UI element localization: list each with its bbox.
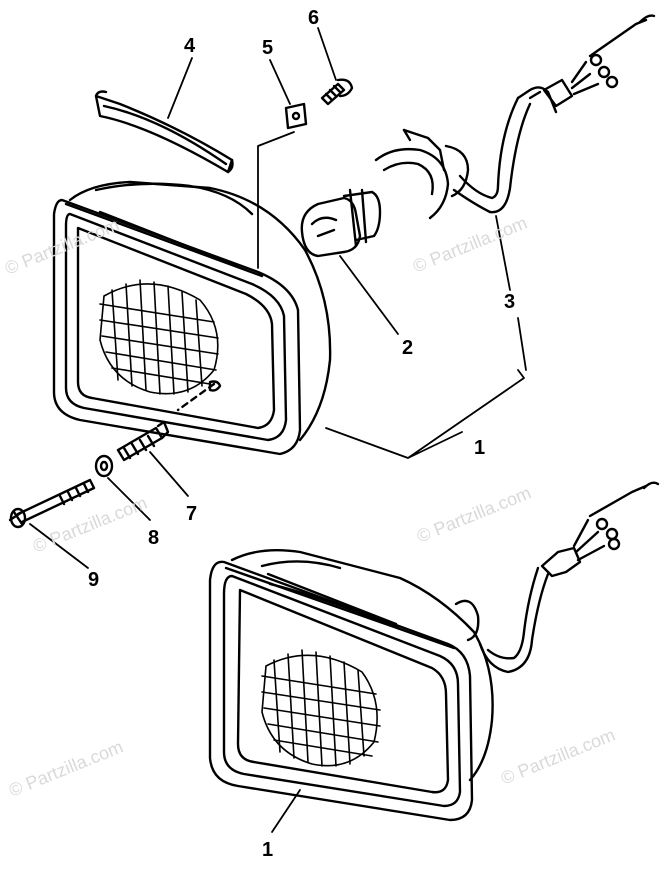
callout-6: 6 [308, 7, 320, 29]
bulb [300, 188, 382, 258]
leader-1-upper [325, 369, 525, 459]
callout-2: 2 [402, 337, 414, 359]
leader-8 [107, 477, 151, 521]
leader-3 [495, 215, 527, 371]
socket-harness [374, 14, 656, 220]
leader-5 [257, 59, 295, 269]
callout-1-lower: 1 [262, 839, 274, 861]
callout-3: 3 [504, 291, 516, 313]
leader-2 [339, 255, 399, 335]
leader-1-lower [271, 789, 301, 833]
trim-strip [94, 90, 234, 174]
lens-grid-lower [261, 649, 381, 767]
callout-8: 8 [148, 527, 160, 549]
bolt [8, 478, 96, 529]
clip-nut [284, 102, 308, 130]
screw-small [320, 78, 354, 106]
lens-grid-upper [99, 279, 219, 395]
leader-4 [167, 57, 193, 119]
leader-9 [29, 523, 89, 569]
callout-5: 5 [262, 37, 274, 59]
screw-adjust [116, 420, 170, 462]
headlight-lower [208, 481, 660, 822]
washer [94, 454, 114, 478]
callout-4: 4 [184, 35, 196, 57]
callout-7: 7 [186, 503, 198, 525]
leader-6 [317, 27, 337, 81]
callout-9: 9 [88, 569, 100, 591]
callout-1-upper: 1 [474, 437, 486, 459]
headlight-upper [52, 180, 332, 456]
leader-7 [149, 451, 189, 497]
